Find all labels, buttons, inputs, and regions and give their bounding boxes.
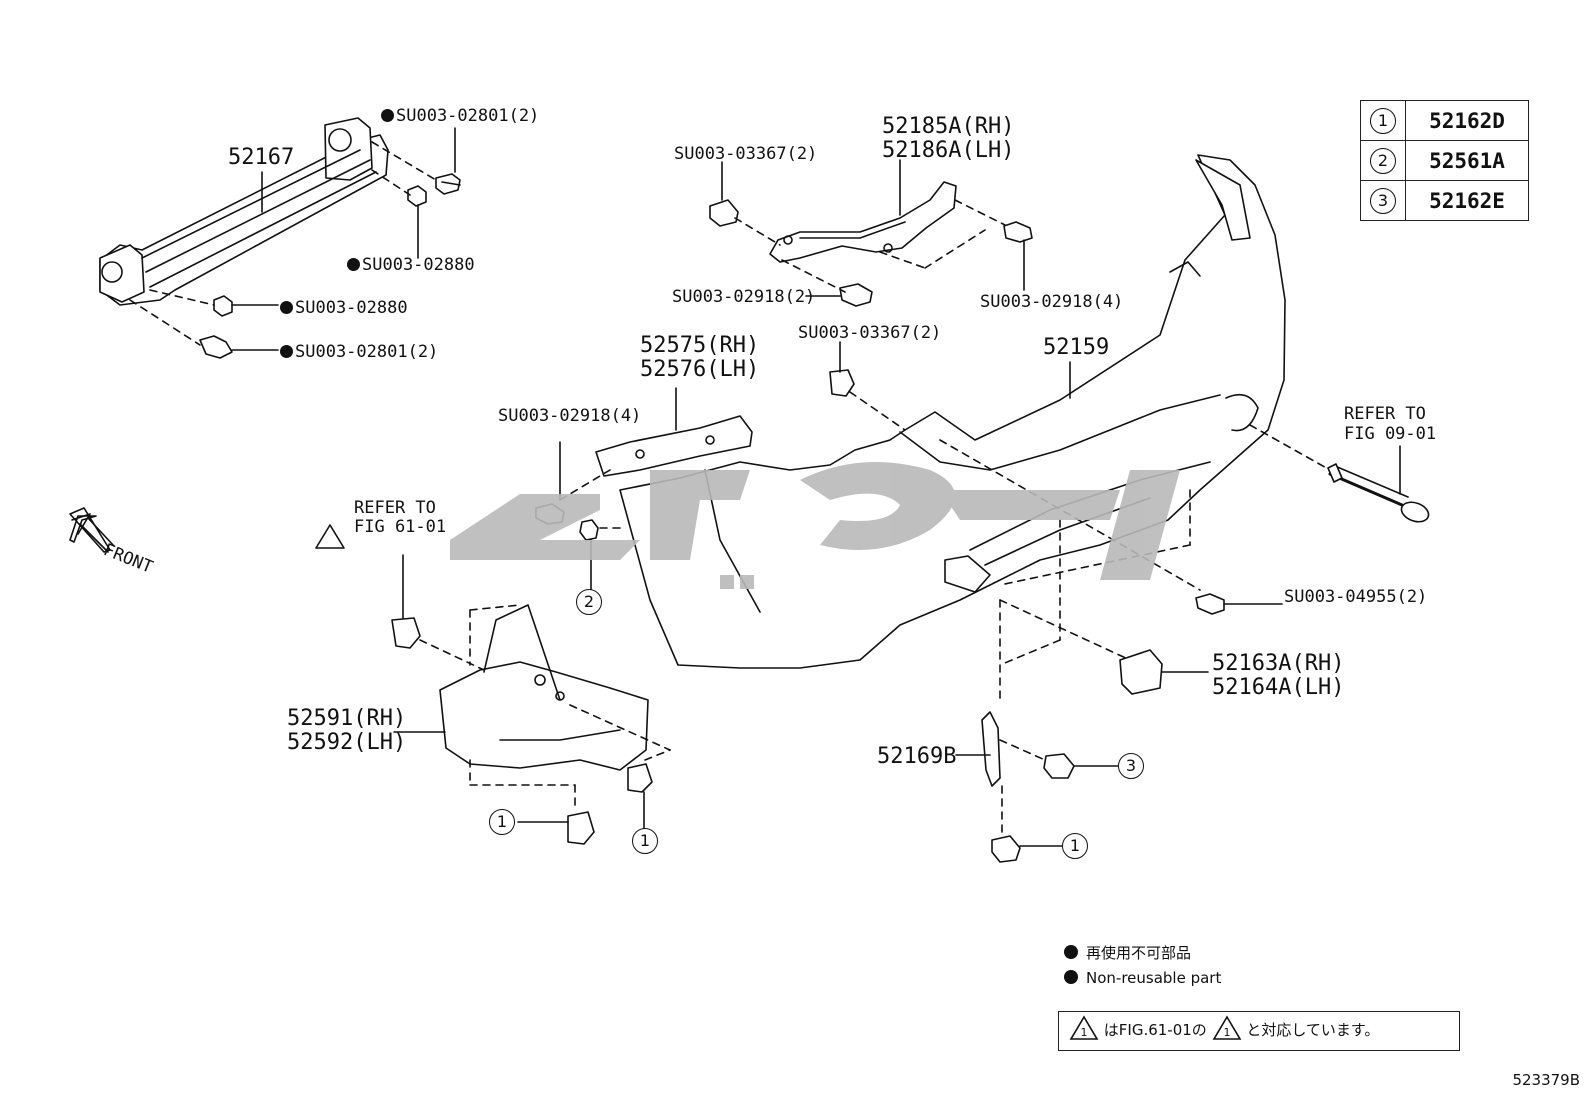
reinforcement-beam-52167 <box>99 117 389 306</box>
key-part: 52561A <box>1405 140 1529 181</box>
label-52576: 52576(LH) <box>640 357 760 382</box>
callout-3: 3 <box>1118 753 1144 779</box>
refer-right-line2: FIG 09-01 <box>1344 424 1437 444</box>
label-su-04955: SU003-04955(2) <box>1284 587 1428 607</box>
key-row: 2 52561A <box>1360 140 1529 181</box>
mudguard-52591 <box>439 604 649 771</box>
key-part: 52162D <box>1405 100 1529 141</box>
legend-jp: 再使用不可部品 <box>1064 943 1191 963</box>
key-number: 1 <box>1370 108 1396 134</box>
callout-key-table: 1 52162D 2 52561A 3 52162E <box>1360 100 1529 221</box>
key-part: 52162E <box>1405 180 1529 221</box>
key-row: 1 52162D <box>1360 100 1529 141</box>
watermark-logo <box>450 462 1180 589</box>
key-number: 2 <box>1370 148 1396 174</box>
label-52186a: 52186A(LH) <box>882 138 1015 163</box>
diagram-code: 523379B <box>1512 1071 1580 1089</box>
warning-triangle-icon <box>315 524 345 549</box>
svg-text:1: 1 <box>1081 1026 1088 1039</box>
label-su-02918-b: SU003-02918(4) <box>980 292 1124 312</box>
beam-fasteners <box>199 173 461 359</box>
label-su-02880-a: SU003-02880 <box>347 255 475 275</box>
label-52159: 52159 <box>1043 335 1110 360</box>
callout-1-mid: 1 <box>632 828 658 854</box>
callout-1-left: 1 <box>489 809 515 835</box>
label-52164a: 52164A(LH) <box>1212 675 1345 700</box>
front-arrow-icon <box>69 507 115 553</box>
label-52167: 52167 <box>228 145 295 170</box>
label-su-02918-a: SU003-02918(2) <box>672 287 816 307</box>
tow-eye <box>1327 463 1430 523</box>
label-52591: 52591(RH) <box>287 706 407 731</box>
callout-2: 2 <box>576 589 602 615</box>
refer-left-line2: FIG 61-01 <box>354 517 447 537</box>
label-52592: 52592(LH) <box>287 730 407 755</box>
label-52185a: 52185A(RH) <box>882 114 1015 139</box>
fig-reference-note: 1 はFIG.61-01の 1 と対応しています。 <box>1058 1011 1460 1051</box>
label-su-02918-c: SU003-02918(4) <box>498 406 642 426</box>
non-reusable-dot-icon <box>280 301 293 314</box>
label-52169b: 52169B <box>877 744 957 769</box>
non-reusable-dot-icon <box>280 345 293 358</box>
bracket-52185a <box>769 181 957 263</box>
non-reusable-dot-icon <box>1064 970 1078 984</box>
refer-right-line1: REFER TO <box>1344 404 1426 424</box>
non-reusable-dot-icon <box>347 258 360 271</box>
non-reusable-dot-icon <box>1064 945 1078 959</box>
svg-text:1: 1 <box>1223 1026 1230 1039</box>
label-52163a: 52163A(RH) <box>1212 651 1345 676</box>
label-su-02801-bottom: SU003-02801(2) <box>280 342 438 362</box>
label-su-03367-b: SU003-03367(2) <box>798 323 942 343</box>
bumper-cover-52159 <box>619 154 1286 669</box>
non-reusable-dot-icon <box>381 109 394 122</box>
label-52575: 52575(RH) <box>640 333 760 358</box>
bracket-52575 <box>595 415 753 477</box>
label-su-02880-b: SU003-02880 <box>280 298 408 318</box>
label-su-02801-top: SU003-02801(2) <box>381 106 539 126</box>
warning-triangle-icon: 1 <box>1069 1015 1099 1040</box>
key-row: 3 52162E <box>1360 180 1529 221</box>
refer-left-line1: REFER TO <box>354 498 436 518</box>
label-su-03367-a: SU003-03367(2) <box>674 144 818 164</box>
warning-triangle-icon: 1 <box>1212 1015 1241 1040</box>
bracket-52169b <box>981 711 1001 787</box>
callout-1-right: 1 <box>1062 833 1088 859</box>
legend-en: Non-reusable part <box>1064 968 1221 988</box>
key-number: 3 <box>1370 188 1396 214</box>
